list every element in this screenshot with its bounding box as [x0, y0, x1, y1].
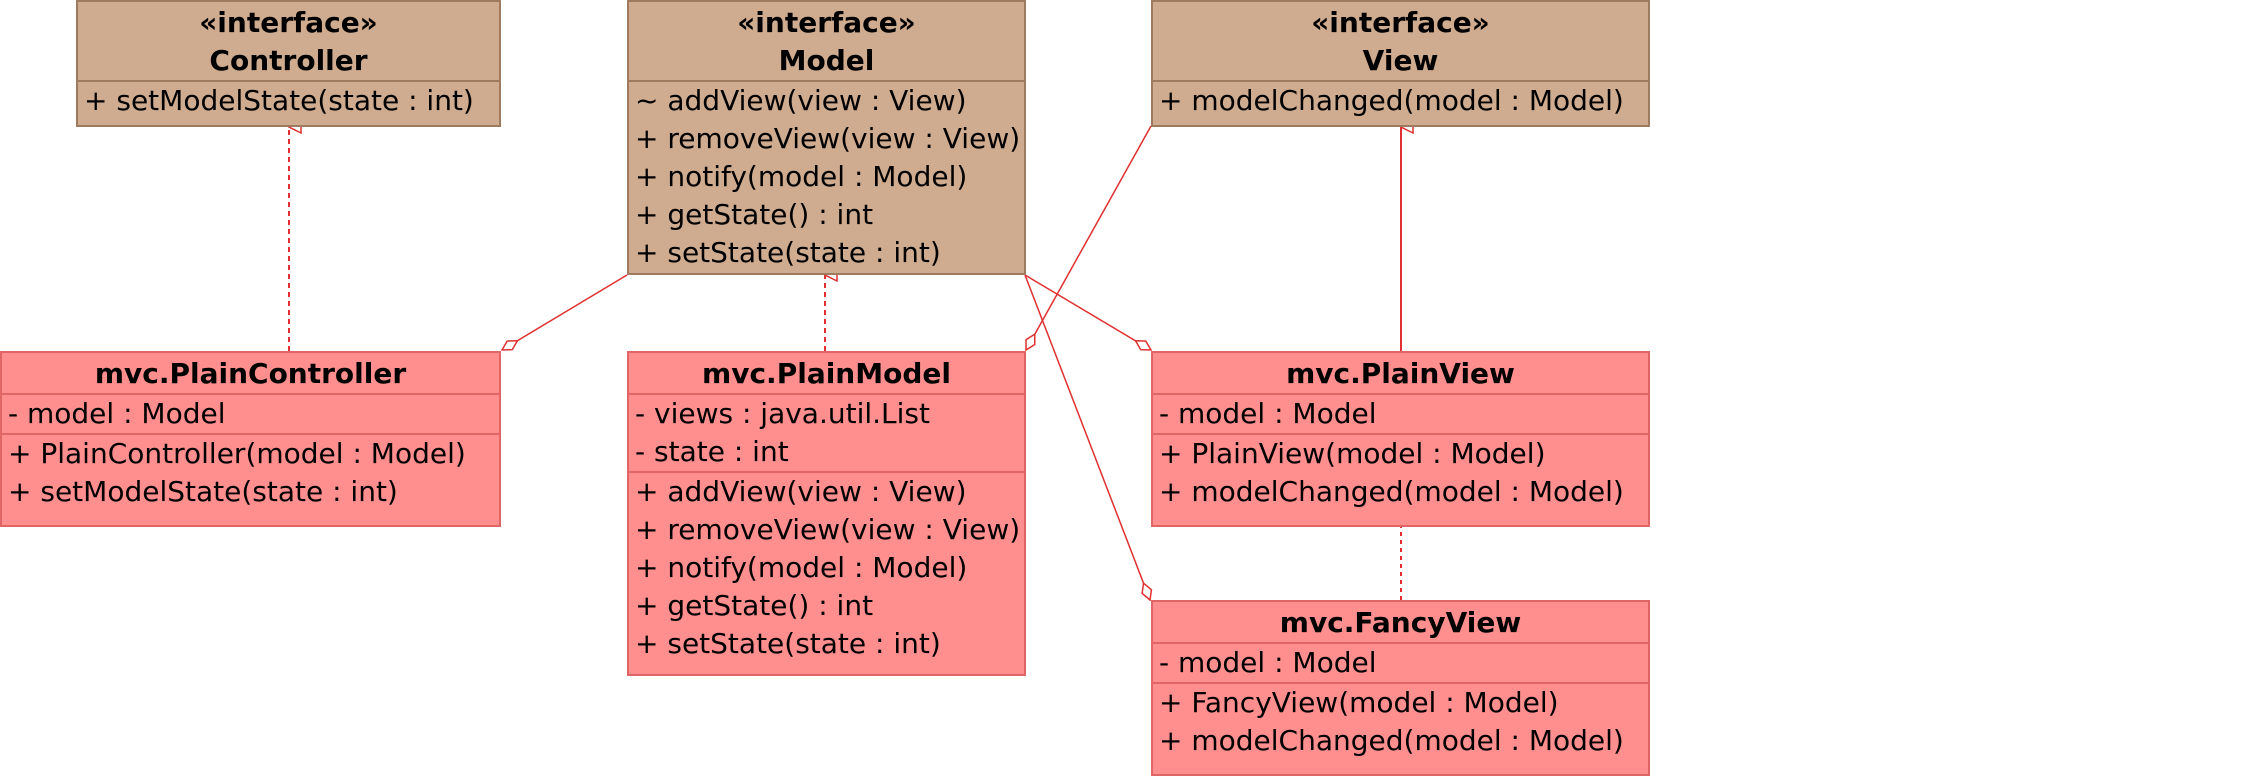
interface-view[interactable]: «interface» View + modelChanged(model : …	[1151, 0, 1650, 127]
attributes-section: - model : Model	[1153, 393, 1648, 433]
operation-item: + modelChanged(model : Model)	[1159, 84, 1624, 117]
attribute-item: - model : Model	[8, 397, 226, 430]
attribute-item: - model : Model	[1159, 646, 1377, 679]
class-header: mvc.PlainController	[2, 353, 499, 393]
operation-item: + modelChanged(model : Model)	[1159, 475, 1624, 508]
attributes-section: - views : java.util.List - state : int	[629, 393, 1024, 471]
operations-section: + setModelState(state : int)	[78, 80, 499, 120]
operations-section: + PlainController(model : Model) + setMo…	[2, 433, 499, 511]
attributes-section: - model : Model	[2, 393, 499, 433]
class-plain-model[interactable]: mvc.PlainModel - views : java.util.List …	[627, 351, 1026, 676]
attribute-item: - views : java.util.List	[635, 397, 930, 430]
stereotype-label: «interface»	[199, 6, 378, 39]
operation-item: + removeView(view : View)	[635, 122, 1021, 155]
operation-item: + getState() : int	[635, 198, 874, 231]
operation-item: + setModelState(state : int)	[8, 475, 398, 508]
class-name: mvc.PlainController	[94, 357, 407, 390]
operation-item: + setState(state : int)	[635, 627, 941, 660]
operation-item: + setState(state : int)	[635, 236, 941, 269]
operation-item: + removeView(view : View)	[635, 513, 1021, 546]
class-name: Model	[778, 44, 875, 77]
class-header: mvc.PlainView	[1153, 353, 1648, 393]
operation-item: + modelChanged(model : Model)	[1159, 724, 1624, 757]
operation-item: + setModelState(state : int)	[84, 84, 474, 117]
stereotype-label: «interface»	[1311, 6, 1490, 39]
class-header: mvc.PlainModel	[629, 353, 1024, 393]
aggregation-model-plaincontroller	[502, 274, 628, 350]
class-name: mvc.PlainModel	[702, 357, 951, 390]
interface-controller[interactable]: «interface» Controller + setModelState(s…	[76, 0, 501, 127]
operations-section: + PlainView(model : Model) + modelChange…	[1153, 433, 1648, 511]
class-name: mvc.FancyView	[1279, 606, 1522, 639]
class-header: mvc.FancyView	[1153, 602, 1648, 642]
operations-section: + FancyView(model : Model) + modelChange…	[1153, 682, 1648, 760]
operation-item: + notify(model : Model)	[635, 160, 968, 193]
operation-item: + FancyView(model : Model)	[1159, 686, 1559, 719]
class-name: View	[1362, 44, 1439, 77]
operation-item: + notify(model : Model)	[635, 551, 968, 584]
aggregation-model-fancyview	[1024, 274, 1150, 600]
operation-item: + addView(view : View)	[635, 475, 967, 508]
operation-item: ~ addView(view : View)	[635, 84, 967, 117]
aggregation-model-plainview	[1024, 274, 1151, 350]
operation-item: + getState() : int	[635, 589, 874, 622]
class-name: Controller	[209, 44, 368, 77]
operation-item: + PlainController(model : Model)	[8, 437, 466, 470]
class-header: «interface» Controller	[78, 2, 499, 80]
class-fancy-view[interactable]: mvc.FancyView - model : Model + FancyVie…	[1151, 600, 1650, 776]
operations-section: ~ addView(view : View) + removeView(view…	[629, 80, 1024, 272]
stereotype-label: «interface»	[737, 6, 916, 39]
operation-item: + PlainView(model : Model)	[1159, 437, 1546, 470]
attributes-section: - model : Model	[1153, 642, 1648, 682]
class-plain-view[interactable]: mvc.PlainView - model : Model + PlainVie…	[1151, 351, 1650, 527]
class-header: «interface» Model	[629, 2, 1024, 80]
interface-model[interactable]: «interface» Model ~ addView(view : View)…	[627, 0, 1026, 275]
attribute-item: - model : Model	[1159, 397, 1377, 430]
attribute-item: - state : int	[635, 435, 789, 468]
operations-section: + modelChanged(model : Model)	[1153, 80, 1648, 120]
operations-section: + addView(view : View) + removeView(view…	[629, 471, 1024, 663]
class-plain-controller[interactable]: mvc.PlainController - model : Model + Pl…	[0, 351, 501, 527]
class-header: «interface» View	[1153, 2, 1648, 80]
aggregation-view-plainmodel	[1026, 125, 1152, 350]
class-name: mvc.PlainView	[1286, 357, 1515, 390]
